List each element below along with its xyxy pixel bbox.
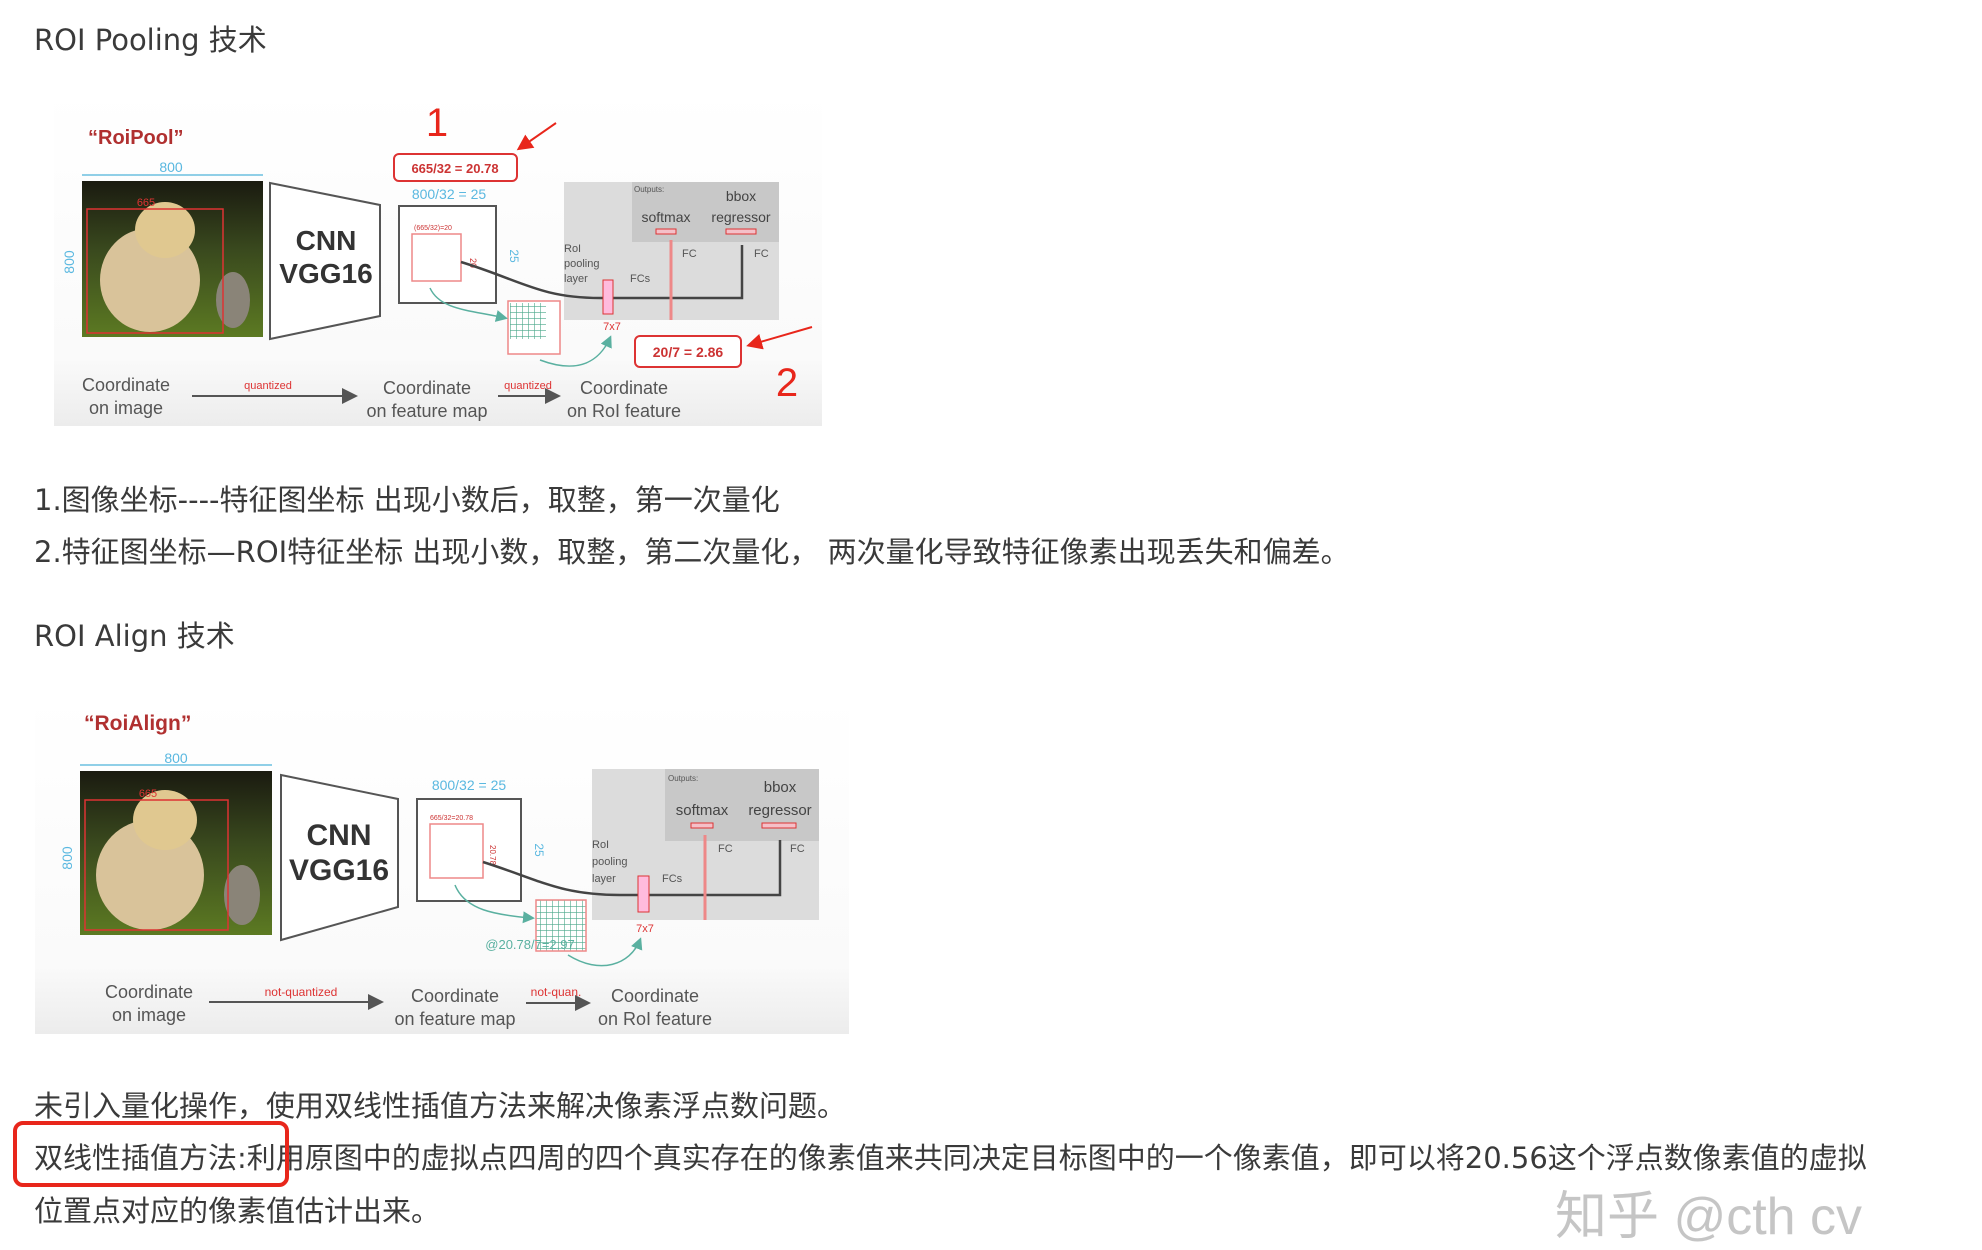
roi-layer-label: pooling [564, 258, 599, 270]
vgg16-label: VGG16 [289, 854, 389, 887]
roi-layer-label: layer [564, 273, 588, 285]
feature-map-size: 800/32 = 25 [432, 777, 507, 793]
outputs-label: Outputs: [634, 185, 664, 194]
feature-map-side: 25 [507, 249, 521, 263]
roi-fmap-side: 20 [468, 258, 478, 268]
coord-roi-label: Coordinate [611, 986, 699, 1006]
align-note-1: 未引入量化操作，使用双线性插值方法来解决像素浮点数问题。 [34, 1089, 847, 1123]
roi-layer-label: RoI [592, 839, 609, 851]
coord-fmap-label: on feature map [394, 1009, 515, 1029]
coord-image-label: Coordinate [105, 982, 193, 1002]
fcs-label: FCs [630, 273, 651, 285]
roi-fmap-side: 20.78 [488, 845, 497, 866]
roi-label: 665 [137, 197, 155, 209]
roi-pooling-heading: ROI Pooling 技术 [34, 23, 267, 57]
roi-label: 665 [139, 788, 157, 800]
callout-1: 665/32 = 20.78 [411, 161, 498, 176]
cnn-label: CNN [296, 225, 357, 256]
cnn-label: CNN [307, 819, 372, 852]
coord-image-label: Coordinate [82, 375, 170, 395]
marker-2: 2 [776, 361, 798, 405]
bbox-label: bbox [726, 188, 756, 204]
grid-size-label: 7x7 [603, 321, 621, 333]
bbox-label: bbox [764, 779, 797, 796]
arrow-label: not-quan. [531, 985, 582, 999]
highlight-box [13, 1121, 289, 1187]
vgg16-label: VGG16 [279, 258, 372, 289]
image-height-label: 800 [59, 846, 75, 870]
fc-label: FC [754, 248, 769, 260]
watermark: 知乎 @cth cv [1555, 1188, 1863, 1246]
grid-size-label: 7x7 [636, 923, 654, 935]
regressor-label: regressor [711, 209, 770, 225]
pooling-note-2: 2.特征图坐标—ROI特征坐标 出现小数，取整，第二次量化， 两次量化导致特征像… [34, 535, 1350, 569]
coord-fmap-label: on feature map [366, 401, 487, 421]
roi-pool-diagram: “RoiPool” 800 800 665 CNN VGG16 1 665/32… [54, 88, 822, 426]
arrow-label: quantized [504, 380, 552, 392]
coord-roi-label: Coordinate [580, 378, 668, 398]
image-width-label: 800 [164, 750, 188, 766]
outputs-label: Outputs: [668, 774, 698, 783]
align-note-2-text: 利用原图中的虚拟点四周的四个真实存在的像素值来共同决定目标图中的一个像素值，即可… [246, 1141, 1867, 1175]
roi-align-heading: ROI Align 技术 [34, 619, 235, 653]
arrow-label: quantized [244, 380, 292, 392]
roi-layer-label: layer [592, 873, 616, 885]
align-note-2: 双线性插值方法:利用原图中的虚拟点四周的四个真实存在的像素值来共同决定目标图中的… [34, 1138, 1867, 1178]
coord-roi-label: on RoI feature [567, 401, 681, 421]
regressor-label: regressor [748, 802, 811, 819]
roi-align-diagram: “RoiAlign” 800 800 665 CNN VGG16 800/32 … [35, 695, 849, 1034]
fc-label: FC [790, 843, 805, 855]
marker-1: 1 [426, 101, 448, 145]
feature-map-size: 800/32 = 25 [412, 186, 487, 202]
roi-layer-label: RoI [564, 243, 581, 255]
image-height-label: 800 [61, 250, 77, 274]
roi-layer-label: pooling [592, 856, 627, 868]
softmax-label: softmax [676, 802, 729, 819]
fc-label: FC [718, 843, 733, 855]
softmax-label: softmax [641, 209, 690, 225]
highlighted-term: 双线性插值方法: [34, 1141, 247, 1175]
image-width-label: 800 [159, 159, 183, 175]
fcs-label: FCs [662, 873, 683, 885]
coord-image-label: on image [112, 1005, 186, 1025]
roi-fmap-label: (665/32)=20 [414, 225, 452, 232]
diagram-title: “RoiAlign” [84, 712, 191, 735]
feature-map-side: 25 [532, 843, 546, 857]
arrow-label: not-quantized [265, 985, 338, 999]
coord-roi-label: on RoI feature [598, 1009, 712, 1029]
fc-label: FC [682, 248, 697, 260]
align-note-3: 位置点对应的像素值估计出来。 [34, 1194, 441, 1228]
coord-fmap-label: Coordinate [383, 378, 471, 398]
coord-image-label: on image [89, 398, 163, 418]
bin-size-label: @20.78/7=2.97 [485, 937, 574, 952]
coord-fmap-label: Coordinate [411, 986, 499, 1006]
callout-2: 20/7 = 2.86 [653, 344, 724, 360]
pooling-note-1: 1.图像坐标----特征图坐标 出现小数后，取整，第一次量化 [34, 483, 780, 517]
diagram-title: “RoiPool” [88, 127, 184, 149]
roi-fmap-label: 665/32=20.78 [430, 815, 473, 822]
